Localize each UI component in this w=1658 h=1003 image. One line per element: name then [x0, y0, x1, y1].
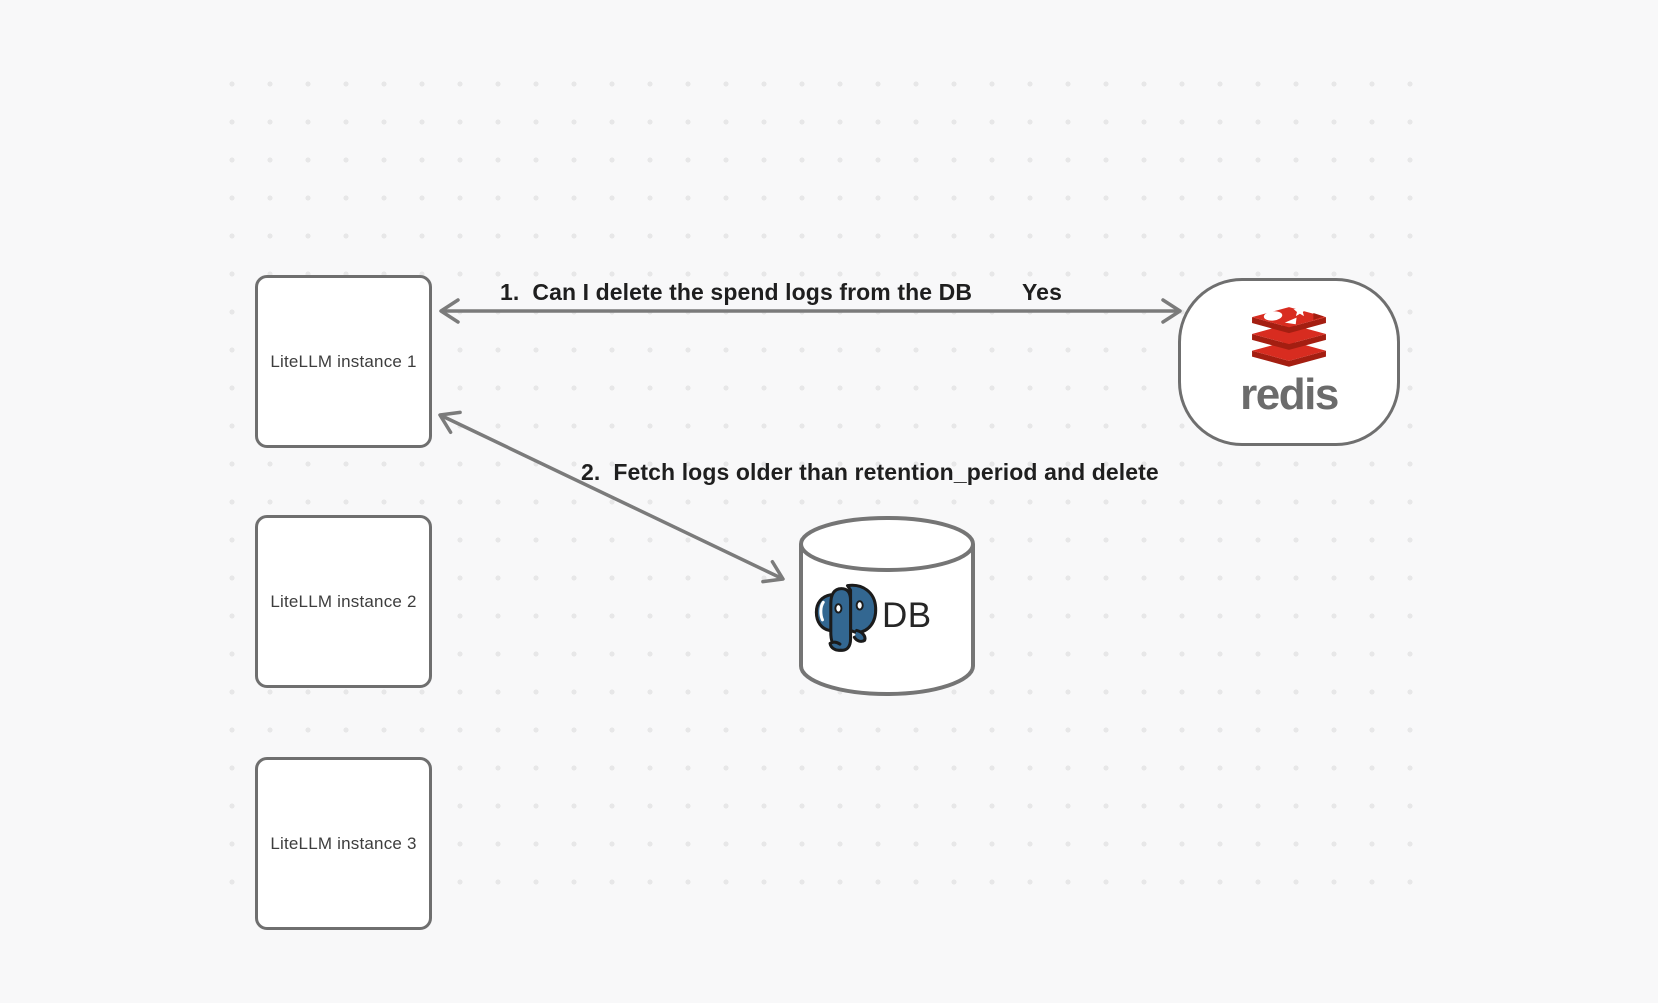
edge1-label: 1. Can I delete the spend logs from the … [500, 279, 973, 305]
node-litellm-instance-1: LiteLLM instance 1 [255, 275, 432, 448]
db-label: DB [882, 596, 932, 635]
edge1-response-label: Yes [1022, 279, 1062, 305]
node-label: LiteLLM instance 2 [270, 591, 417, 611]
node-litellm-instance-2: LiteLLM instance 2 [255, 515, 432, 688]
redis-stack-logo-icon [1252, 307, 1326, 367]
node-redis: redis [1178, 278, 1400, 446]
node-label: LiteLLM instance 1 [270, 351, 417, 371]
node-label: LiteLLM instance 3 [270, 833, 417, 853]
node-database: DB [794, 514, 980, 700]
postgresql-elephant-icon [814, 583, 878, 652]
redis-wordmark: redis [1240, 370, 1339, 419]
node-litellm-instance-3: LiteLLM instance 3 [255, 757, 432, 930]
database-cylinder-shape [799, 516, 975, 697]
edge2-label: 2. Fetch logs older than retention_perio… [581, 459, 1159, 485]
